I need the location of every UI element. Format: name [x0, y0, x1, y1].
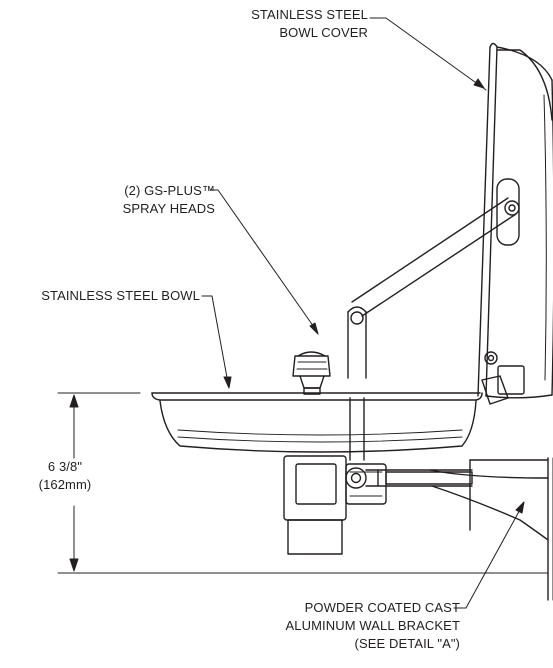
- dimension-label-line-1: 6 3/8": [47, 459, 83, 474]
- wall-bracket-label: POWDER COATED CAST ALUMINUM WALL BRACKET…: [200, 599, 460, 653]
- bowl-label-line-1: STAINLESS STEEL BOWL: [41, 288, 200, 303]
- wall-bracket-label-line-2: ALUMINUM WALL BRACKET: [285, 618, 460, 633]
- leader-lines: [201, 17, 525, 609]
- linkage-arm: [350, 197, 517, 325]
- bowl-cover-label-line-2: BOWL COVER: [279, 25, 368, 40]
- bowl-cover: [477, 42, 553, 399]
- wall-bracket: [429, 459, 549, 541]
- spray-heads-label-line-1: (2) GS-PLUS™: [124, 183, 215, 198]
- bowl-cover-label-line-1: STAINLESS STEEL: [251, 7, 368, 22]
- stainless-steel-bowl: [151, 392, 483, 453]
- wall-bracket-label-line-1: POWDER COATED CAST: [304, 600, 460, 615]
- pivot-assembly: [345, 467, 473, 489]
- spray-heads-label-line-2: SPRAY HEADS: [122, 201, 215, 216]
- dimension-label-line-2: (162mm): [38, 477, 92, 492]
- vertical-link: [347, 306, 367, 461]
- cover-hinge: [481, 351, 525, 405]
- wall: [547, 457, 553, 601]
- bowl-label: STAINLESS STEEL BOWL: [0, 287, 200, 305]
- wall-bracket-label-line-3: (SEE DETAIL "A"): [354, 636, 460, 651]
- spray-head: [292, 351, 331, 395]
- dimension-label: 6 3/8" (162mm): [20, 458, 110, 494]
- bowl-cover-label: STAINLESS STEEL BOWL COVER: [200, 6, 368, 42]
- valve-body: [283, 455, 387, 555]
- spray-heads-label: (2) GS-PLUS™ SPRAY HEADS: [40, 182, 215, 218]
- dimension-lines: [57, 392, 549, 574]
- cover-link-bracket: [496, 178, 520, 246]
